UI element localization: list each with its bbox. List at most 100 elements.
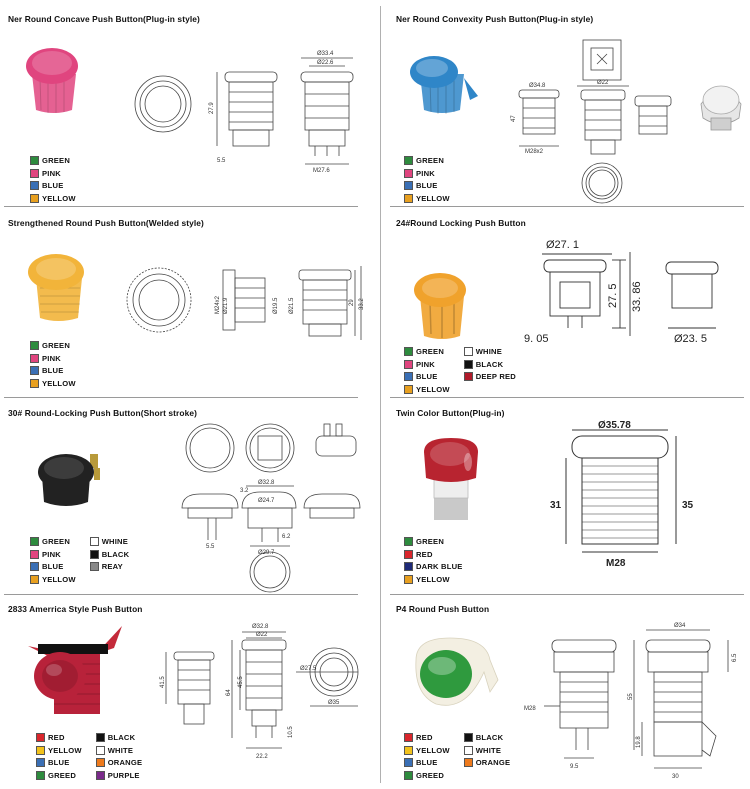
color-swatch	[30, 549, 39, 559]
color-swatch	[30, 193, 39, 203]
color-swatch	[404, 384, 413, 394]
dim-total-height: 35	[682, 500, 694, 511]
color-swatch	[30, 574, 39, 584]
color-swatch	[404, 347, 413, 357]
dim-thread: M28	[524, 706, 536, 712]
row-divider	[390, 594, 744, 595]
button-photo	[414, 273, 466, 339]
color-option: PINK	[404, 168, 450, 180]
dim-pin-offset: 5.5	[206, 544, 215, 550]
color-option: WHITE	[463, 745, 511, 757]
color-swatch	[95, 758, 105, 768]
color-swatch	[30, 562, 39, 572]
button-photo	[410, 56, 478, 114]
dim-inner-diameter: Ø24.7	[258, 498, 275, 504]
color-option: PINK	[30, 168, 76, 180]
dim-thread: M28	[606, 558, 626, 569]
color-option: GREEN	[404, 155, 450, 167]
color-option: PURPLE	[95, 770, 143, 782]
dim-pin-offset: 9. 05	[524, 333, 548, 345]
dim-height-a: 29	[349, 299, 355, 306]
panel-title: Twin Color Button(Plug-in)	[396, 408, 505, 418]
color-option: BLUE	[36, 757, 82, 769]
dimension-drawing: Ø34.8 Ø22 M28x2 47	[511, 39, 742, 204]
dimension-drawing: Ø35.78 31 35 M28	[550, 420, 694, 569]
row-divider	[390, 397, 744, 398]
button-photo	[424, 438, 478, 520]
panel-title: 2833 Amerrica Style Push Button	[8, 604, 143, 614]
dim-outer-diameter: Ø33.4	[317, 51, 334, 57]
color-swatch	[30, 353, 39, 363]
color-swatch	[30, 181, 39, 191]
color-option: RED	[36, 732, 82, 744]
color-option: BLUE	[30, 365, 76, 377]
panel-twin-color: Twin Color Button(Plug-in)	[396, 408, 750, 598]
panel-2833-america: 2833 Amerrica Style Push Button	[8, 604, 368, 789]
color-option: GREEN	[404, 346, 450, 358]
color-option: YELLOW	[30, 574, 76, 586]
color-legend: RED YELLOW BLUE GREED BLACK WHITE ORANGE…	[36, 732, 142, 781]
dim-inner-diameter: Ø22	[256, 632, 268, 638]
panel-ner-round-concave: Ner Round Concave Push Button(Plug-in st…	[8, 14, 368, 204]
dim-thread: M28x2	[525, 149, 544, 155]
color-swatch	[404, 168, 413, 178]
color-option: WHINE	[463, 346, 516, 358]
dimension-drawing: Ø32.8 Ø22 41.5 64 45.5 Ø27.5 Ø35 22.2 10…	[160, 624, 359, 760]
dim-switch-height: 19.8	[636, 736, 642, 748]
dimension-drawing: 27.9 5.5 Ø33.4 Ø22.6 M27.6	[134, 51, 354, 174]
color-legend: GREEN PINK BLUE YELLOW WHINE BLACK REAY	[30, 536, 129, 585]
dim-thread: M27.6	[313, 168, 330, 174]
color-option: GREED	[36, 770, 82, 782]
color-legend: GREEN PINK BLUE YELLOW WHINE BLACK DEEP …	[404, 346, 516, 395]
button-body	[420, 650, 472, 698]
color-legend: GREEN PINK BLUE YELLOW	[30, 155, 76, 204]
dim-height-total: 64	[226, 689, 232, 696]
row-divider	[4, 206, 358, 207]
color-swatch	[30, 168, 39, 178]
color-option: BLUE	[404, 180, 450, 192]
dimension-drawing: Ø34 6.5 55 M28 19.8 9.5 30	[524, 623, 738, 780]
color-swatch	[404, 359, 413, 369]
dim-outer-diameter: Ø35	[328, 700, 340, 706]
button-photo	[26, 48, 78, 113]
dim-cap-height: 6.5	[732, 653, 738, 662]
color-option: YELLOW	[404, 193, 450, 205]
color-option: YELLOW	[404, 745, 450, 757]
column-divider	[380, 6, 381, 783]
dim-body-height: 31	[550, 500, 562, 511]
color-swatch	[404, 574, 413, 584]
color-swatch	[30, 366, 39, 376]
dim-pin-length: 6.2	[282, 534, 291, 540]
dim-cap-diameter: Ø35.78	[598, 420, 631, 431]
dim-body-width: 30	[672, 774, 679, 780]
color-option: BLACK	[463, 732, 511, 744]
color-swatch	[404, 745, 413, 755]
color-option: BLUE	[404, 757, 450, 769]
color-option: BLUE	[30, 180, 76, 192]
color-swatch	[404, 770, 413, 780]
color-swatch	[404, 549, 413, 559]
color-swatch	[89, 562, 99, 572]
button-body	[32, 74, 76, 113]
color-option: YELLOW	[404, 574, 463, 586]
color-swatch	[89, 537, 99, 547]
color-option: PINK	[30, 353, 76, 365]
color-option: BLUE	[30, 561, 76, 573]
button-body	[420, 296, 464, 339]
dim-height-total: 33. 86	[631, 281, 643, 312]
dim-height-inner: 27. 5	[607, 284, 619, 308]
dim-pin-length: 10.5	[288, 726, 294, 738]
dim-pin-spacing: 22.2	[256, 754, 268, 760]
color-option: BLUE	[404, 371, 450, 383]
dim-height: 47	[511, 115, 517, 122]
dim-offset: 5.5	[217, 158, 226, 164]
dim-diameter-b: Ø19.5	[273, 297, 279, 314]
color-option: DEEP RED	[463, 371, 516, 383]
color-swatch	[463, 745, 473, 755]
color-swatch	[404, 372, 413, 382]
color-option: PINK	[30, 549, 76, 561]
color-swatch	[95, 770, 105, 780]
color-swatch	[89, 549, 99, 559]
dim-total-height: 55	[628, 693, 634, 700]
